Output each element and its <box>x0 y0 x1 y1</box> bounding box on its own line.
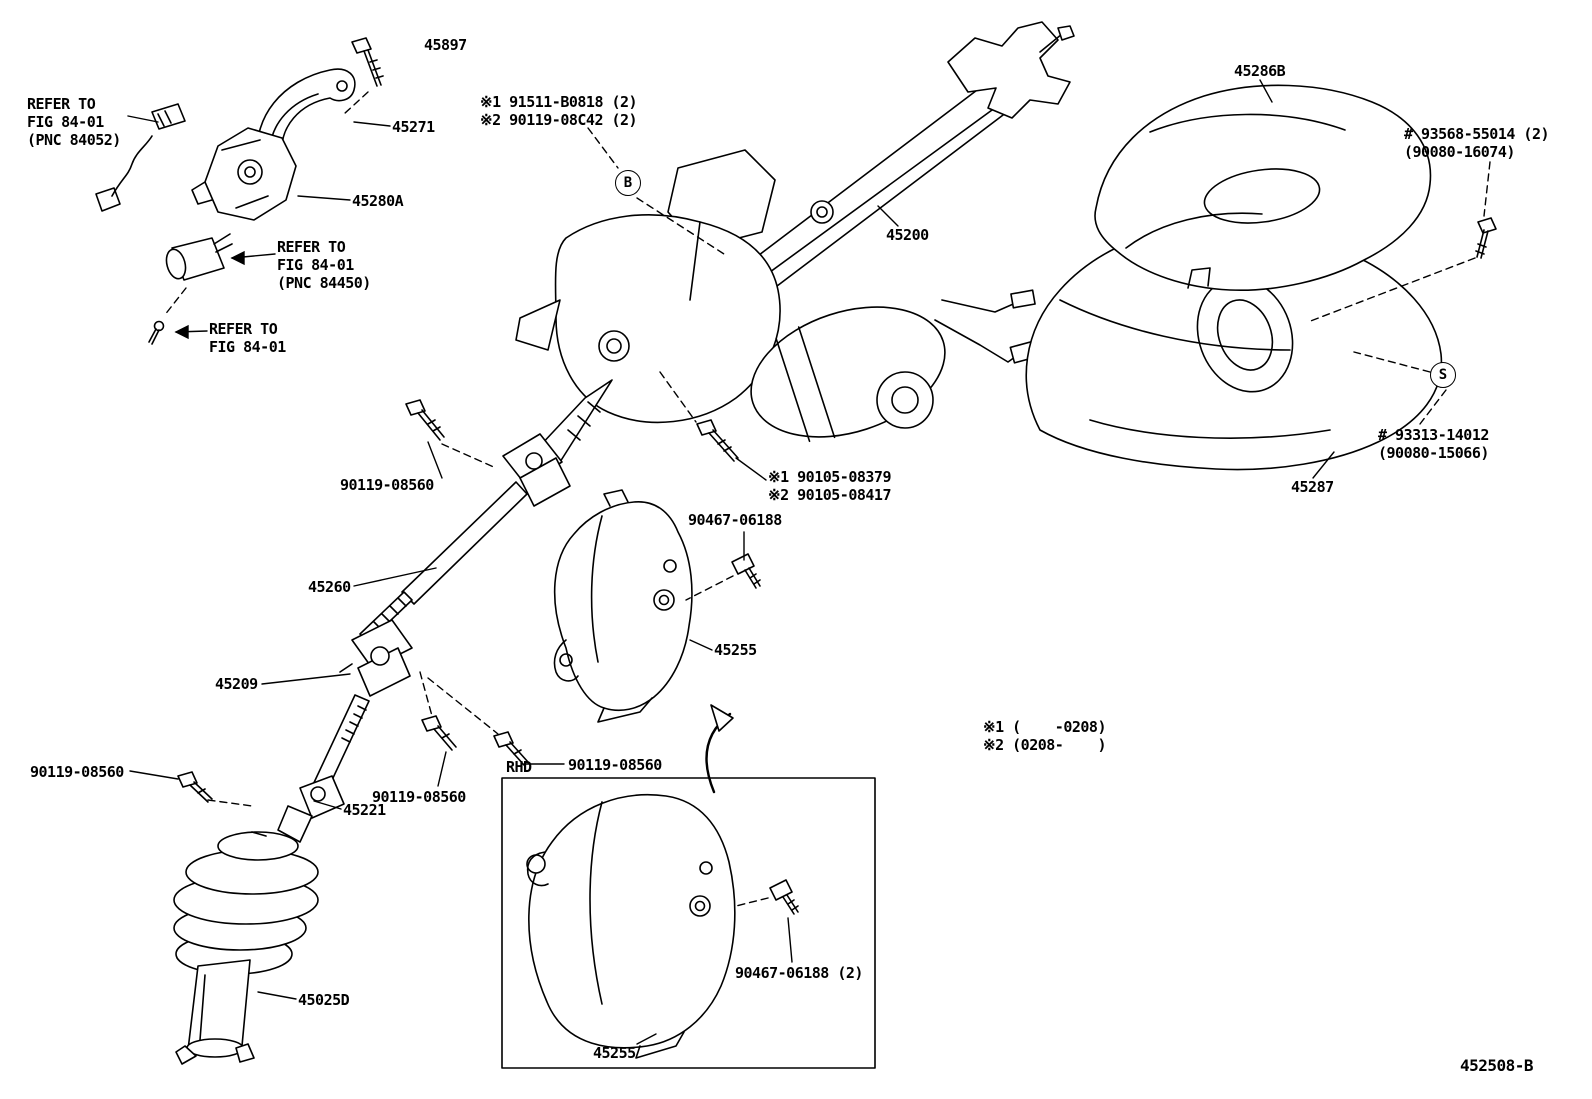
intermediate-shaft-art <box>173 433 571 1065</box>
label-rhd-clip-90467: 90467-06188 (2) <box>735 964 863 982</box>
label-clip-90467-06188: 90467-06188 <box>688 511 782 529</box>
label-part-45280a: 45280A <box>352 192 404 210</box>
label-bolt-90119-08560-b: 90119-08560 <box>568 756 662 774</box>
label-part-45287: 45287 <box>1291 478 1334 496</box>
curved-arrow <box>705 704 734 794</box>
label-note-93313-14012: # 93313-14012 (90080-15066) <box>1378 426 1489 462</box>
label-note-93568-55014: # 93568-55014 (2) (90080-16074) <box>1404 125 1550 161</box>
label-bolt-90119-08560-c: 90119-08560 <box>372 788 466 806</box>
rhd-inset-art <box>501 777 876 1069</box>
label-part-45286b: 45286B <box>1234 62 1286 80</box>
callout-b: B <box>615 170 641 196</box>
label-part-45255: 45255 <box>714 641 757 659</box>
label-refer-fig-84-01-pnc-84450: REFER TO FIG 84-01 (PNC 84450) <box>277 238 371 292</box>
label-rhd-part-45255: 45255 <box>593 1044 636 1062</box>
fasteners-art <box>177 37 739 803</box>
label-part-45271: 45271 <box>392 118 435 136</box>
column-covers-art <box>1025 84 1497 471</box>
label-part-45260: 45260 <box>308 578 351 596</box>
label-part-45221: 45221 <box>343 801 386 819</box>
label-part-45025d: 45025D <box>298 991 350 1009</box>
leader-lines <box>127 79 1335 1045</box>
label-part-45209: 45209 <box>215 675 258 693</box>
label-rhd: RHD <box>506 758 532 776</box>
label-bolt-90119-08560-a: 90119-08560 <box>340 476 434 494</box>
label-note-91511-b0818: ※1 91511-B0818 (2) ※2 90119-08C42 (2) <box>480 93 638 129</box>
label-bolt-90119-08560-d: 90119-08560 <box>30 763 124 781</box>
label-refer-fig-84-01: REFER TO FIG 84-01 <box>209 320 286 356</box>
label-note-90105: ※1 90105-08379 ※2 90105-08417 <box>768 468 891 504</box>
upper-fittings-art <box>95 68 356 345</box>
label-part-45200: 45200 <box>886 226 929 244</box>
label-note-applicability: ※1 ( -0208) ※2 (0208- ) <box>983 718 1106 754</box>
callout-s: S <box>1430 362 1456 388</box>
dashed-leader-lines <box>163 91 1491 907</box>
label-part-45897: 45897 <box>424 36 467 54</box>
column-hole-cover-art <box>553 489 761 723</box>
label-refer-fig-84-01-pnc-84052: REFER TO FIG 84-01 (PNC 84052) <box>27 95 121 149</box>
diagram-code: 452508-B <box>1460 1056 1534 1075</box>
steering-column-assembly-art <box>515 21 1075 463</box>
